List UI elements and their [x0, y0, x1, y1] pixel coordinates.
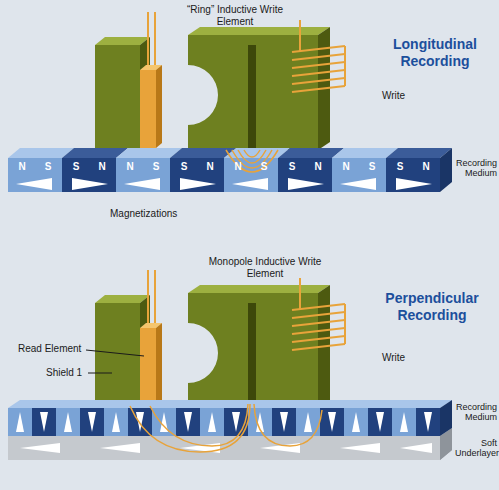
pole-letter: N: [16, 161, 28, 173]
pole-letter: N: [96, 161, 108, 173]
pole-letter: N: [340, 161, 352, 173]
pole-letter: N: [232, 161, 244, 173]
pole-letter: N: [312, 161, 324, 173]
pole-letter: N: [420, 161, 432, 173]
pole-letter: S: [70, 161, 82, 173]
underlayer-label: Soft Underlayer: [455, 438, 497, 459]
coil-label: Write: [382, 352, 405, 364]
part-label: Shield 1: [46, 367, 82, 379]
medium-label: Recording Medium: [455, 402, 497, 423]
pole-letter: S: [366, 161, 378, 173]
head-label: Monopole Inductive Write Element: [190, 256, 340, 280]
coil-label: Write: [382, 90, 405, 102]
magnetization-label: Magnetizations: [110, 208, 177, 220]
pole-letter: S: [42, 161, 54, 173]
section-title: Longitudinal Recording: [378, 36, 492, 70]
pole-letter: S: [286, 161, 298, 173]
medium-label: Recording Medium: [455, 158, 497, 179]
pole-letter: S: [394, 161, 406, 173]
pole-letter: S: [258, 161, 270, 173]
pole-letter: N: [124, 161, 136, 173]
pole-letter: S: [178, 161, 190, 173]
section-title: Perpendicular Recording: [370, 290, 494, 324]
pole-letter: S: [150, 161, 162, 173]
part-label: Read Element: [18, 343, 81, 355]
head-label: “Ring” Inductive Write Element: [170, 4, 300, 28]
pole-letter: N: [204, 161, 216, 173]
